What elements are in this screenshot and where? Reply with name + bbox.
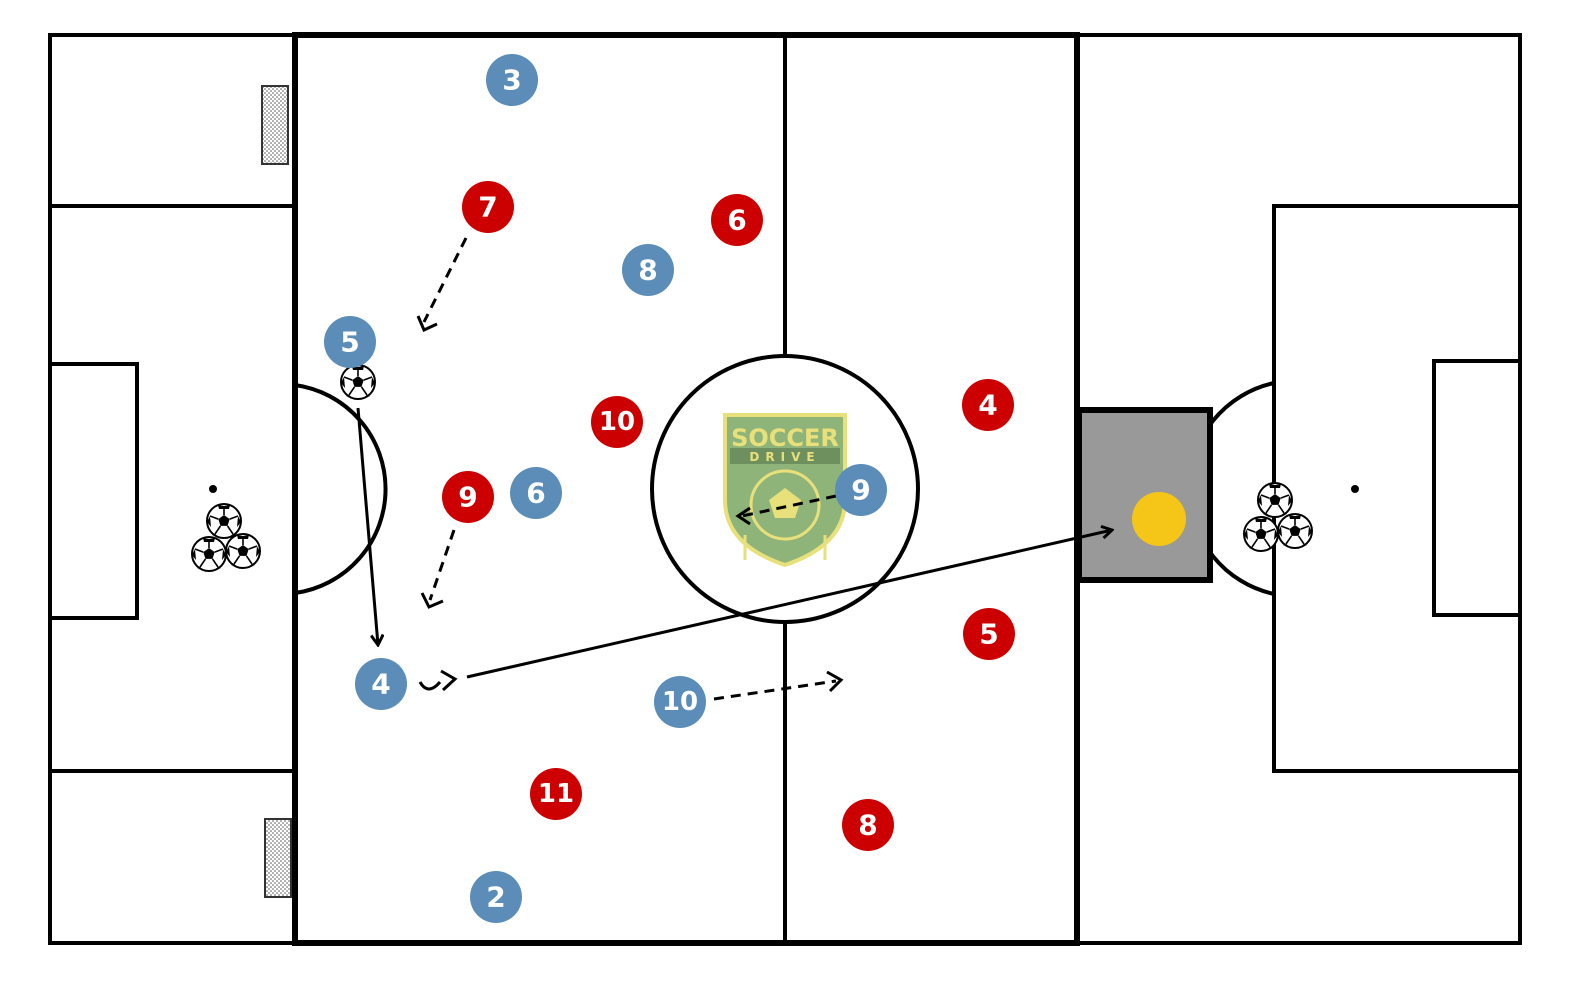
central-zone-boundary bbox=[292, 32, 1080, 946]
player-number: 9 bbox=[458, 481, 477, 514]
player-red: 7 bbox=[462, 181, 514, 233]
player-number: 6 bbox=[727, 204, 746, 237]
player-red: 6 bbox=[711, 194, 763, 246]
player-number: 8 bbox=[858, 809, 877, 842]
run-arrow bbox=[428, 529, 456, 601]
player-number: 4 bbox=[371, 668, 390, 701]
player-number: 9 bbox=[851, 474, 870, 507]
center-circle bbox=[650, 354, 920, 624]
player-blue: 4 bbox=[355, 658, 407, 710]
soccer-ball-icon bbox=[1277, 513, 1313, 549]
soccer-ball-icon bbox=[206, 503, 242, 539]
player-red: 9 bbox=[442, 471, 494, 523]
blue-team: 3 8 5 6 9 4 10 2 bbox=[324, 54, 887, 923]
player-red: 4 bbox=[962, 379, 1014, 431]
player-blue: 6 bbox=[510, 467, 562, 519]
player-red: 8 bbox=[842, 799, 894, 851]
player-blue: 9 bbox=[835, 464, 887, 516]
player-number: 6 bbox=[526, 477, 545, 510]
left-arc bbox=[294, 383, 388, 595]
player-number: 3 bbox=[502, 64, 521, 97]
player-blue: 3 bbox=[486, 54, 538, 106]
run-arrow bbox=[713, 679, 837, 701]
run-arrow-head bbox=[826, 670, 844, 693]
player-blue: 5 bbox=[324, 316, 376, 368]
soccer-ball-icon bbox=[340, 364, 376, 400]
logo-text-line1: SOCCER bbox=[731, 424, 839, 452]
soccer-ball-icon bbox=[191, 536, 227, 572]
player-number: 10 bbox=[599, 407, 635, 437]
player-red: 11 bbox=[530, 768, 582, 820]
soccer-drive-logo: SOCCER DRIVE bbox=[723, 413, 847, 568]
left-goal-area bbox=[48, 362, 139, 620]
mini-goal-icon bbox=[264, 818, 292, 898]
left-penalty-spot bbox=[209, 485, 217, 493]
pass-arrow bbox=[466, 530, 1112, 679]
player-number: 5 bbox=[340, 326, 359, 359]
logo-text-line2: DRIVE bbox=[749, 450, 820, 464]
right-goal-area bbox=[1432, 359, 1522, 617]
pitch-lines bbox=[48, 32, 1522, 946]
run-arrow-head bbox=[420, 592, 444, 609]
right-penalty-spot bbox=[1351, 485, 1359, 493]
player-red: 5 bbox=[963, 608, 1015, 660]
target-dot bbox=[1132, 492, 1186, 546]
red-team: 7 6 10 9 4 5 11 8 bbox=[442, 181, 1015, 851]
pass-arrow bbox=[356, 407, 378, 645]
soccer-ball-icon bbox=[1257, 482, 1293, 518]
player-number: 7 bbox=[478, 191, 497, 224]
player-number: 4 bbox=[978, 389, 997, 422]
target-zone-icon bbox=[1076, 407, 1213, 583]
mini-goal-icon bbox=[261, 85, 289, 165]
right-penalty-area bbox=[1272, 204, 1522, 773]
player-number: 2 bbox=[486, 881, 505, 914]
movement-arrows bbox=[356, 237, 1112, 701]
turn-arrow-head bbox=[440, 669, 458, 692]
turn-arrow bbox=[418, 680, 442, 691]
run-arrow-head bbox=[735, 506, 751, 526]
soccer-ball-icon bbox=[225, 533, 261, 569]
player-number: 11 bbox=[538, 779, 574, 809]
player-blue: 8 bbox=[622, 244, 674, 296]
player-number: 5 bbox=[979, 618, 998, 651]
run-arrow bbox=[422, 237, 468, 323]
player-blue: 2 bbox=[470, 871, 522, 923]
player-number: 10 bbox=[662, 687, 698, 717]
run-arrow-head bbox=[416, 315, 438, 333]
soccer-ball-icon bbox=[1243, 516, 1279, 552]
player-blue: 10 bbox=[654, 676, 706, 728]
player-number: 8 bbox=[638, 254, 657, 287]
player-red: 10 bbox=[591, 396, 643, 448]
